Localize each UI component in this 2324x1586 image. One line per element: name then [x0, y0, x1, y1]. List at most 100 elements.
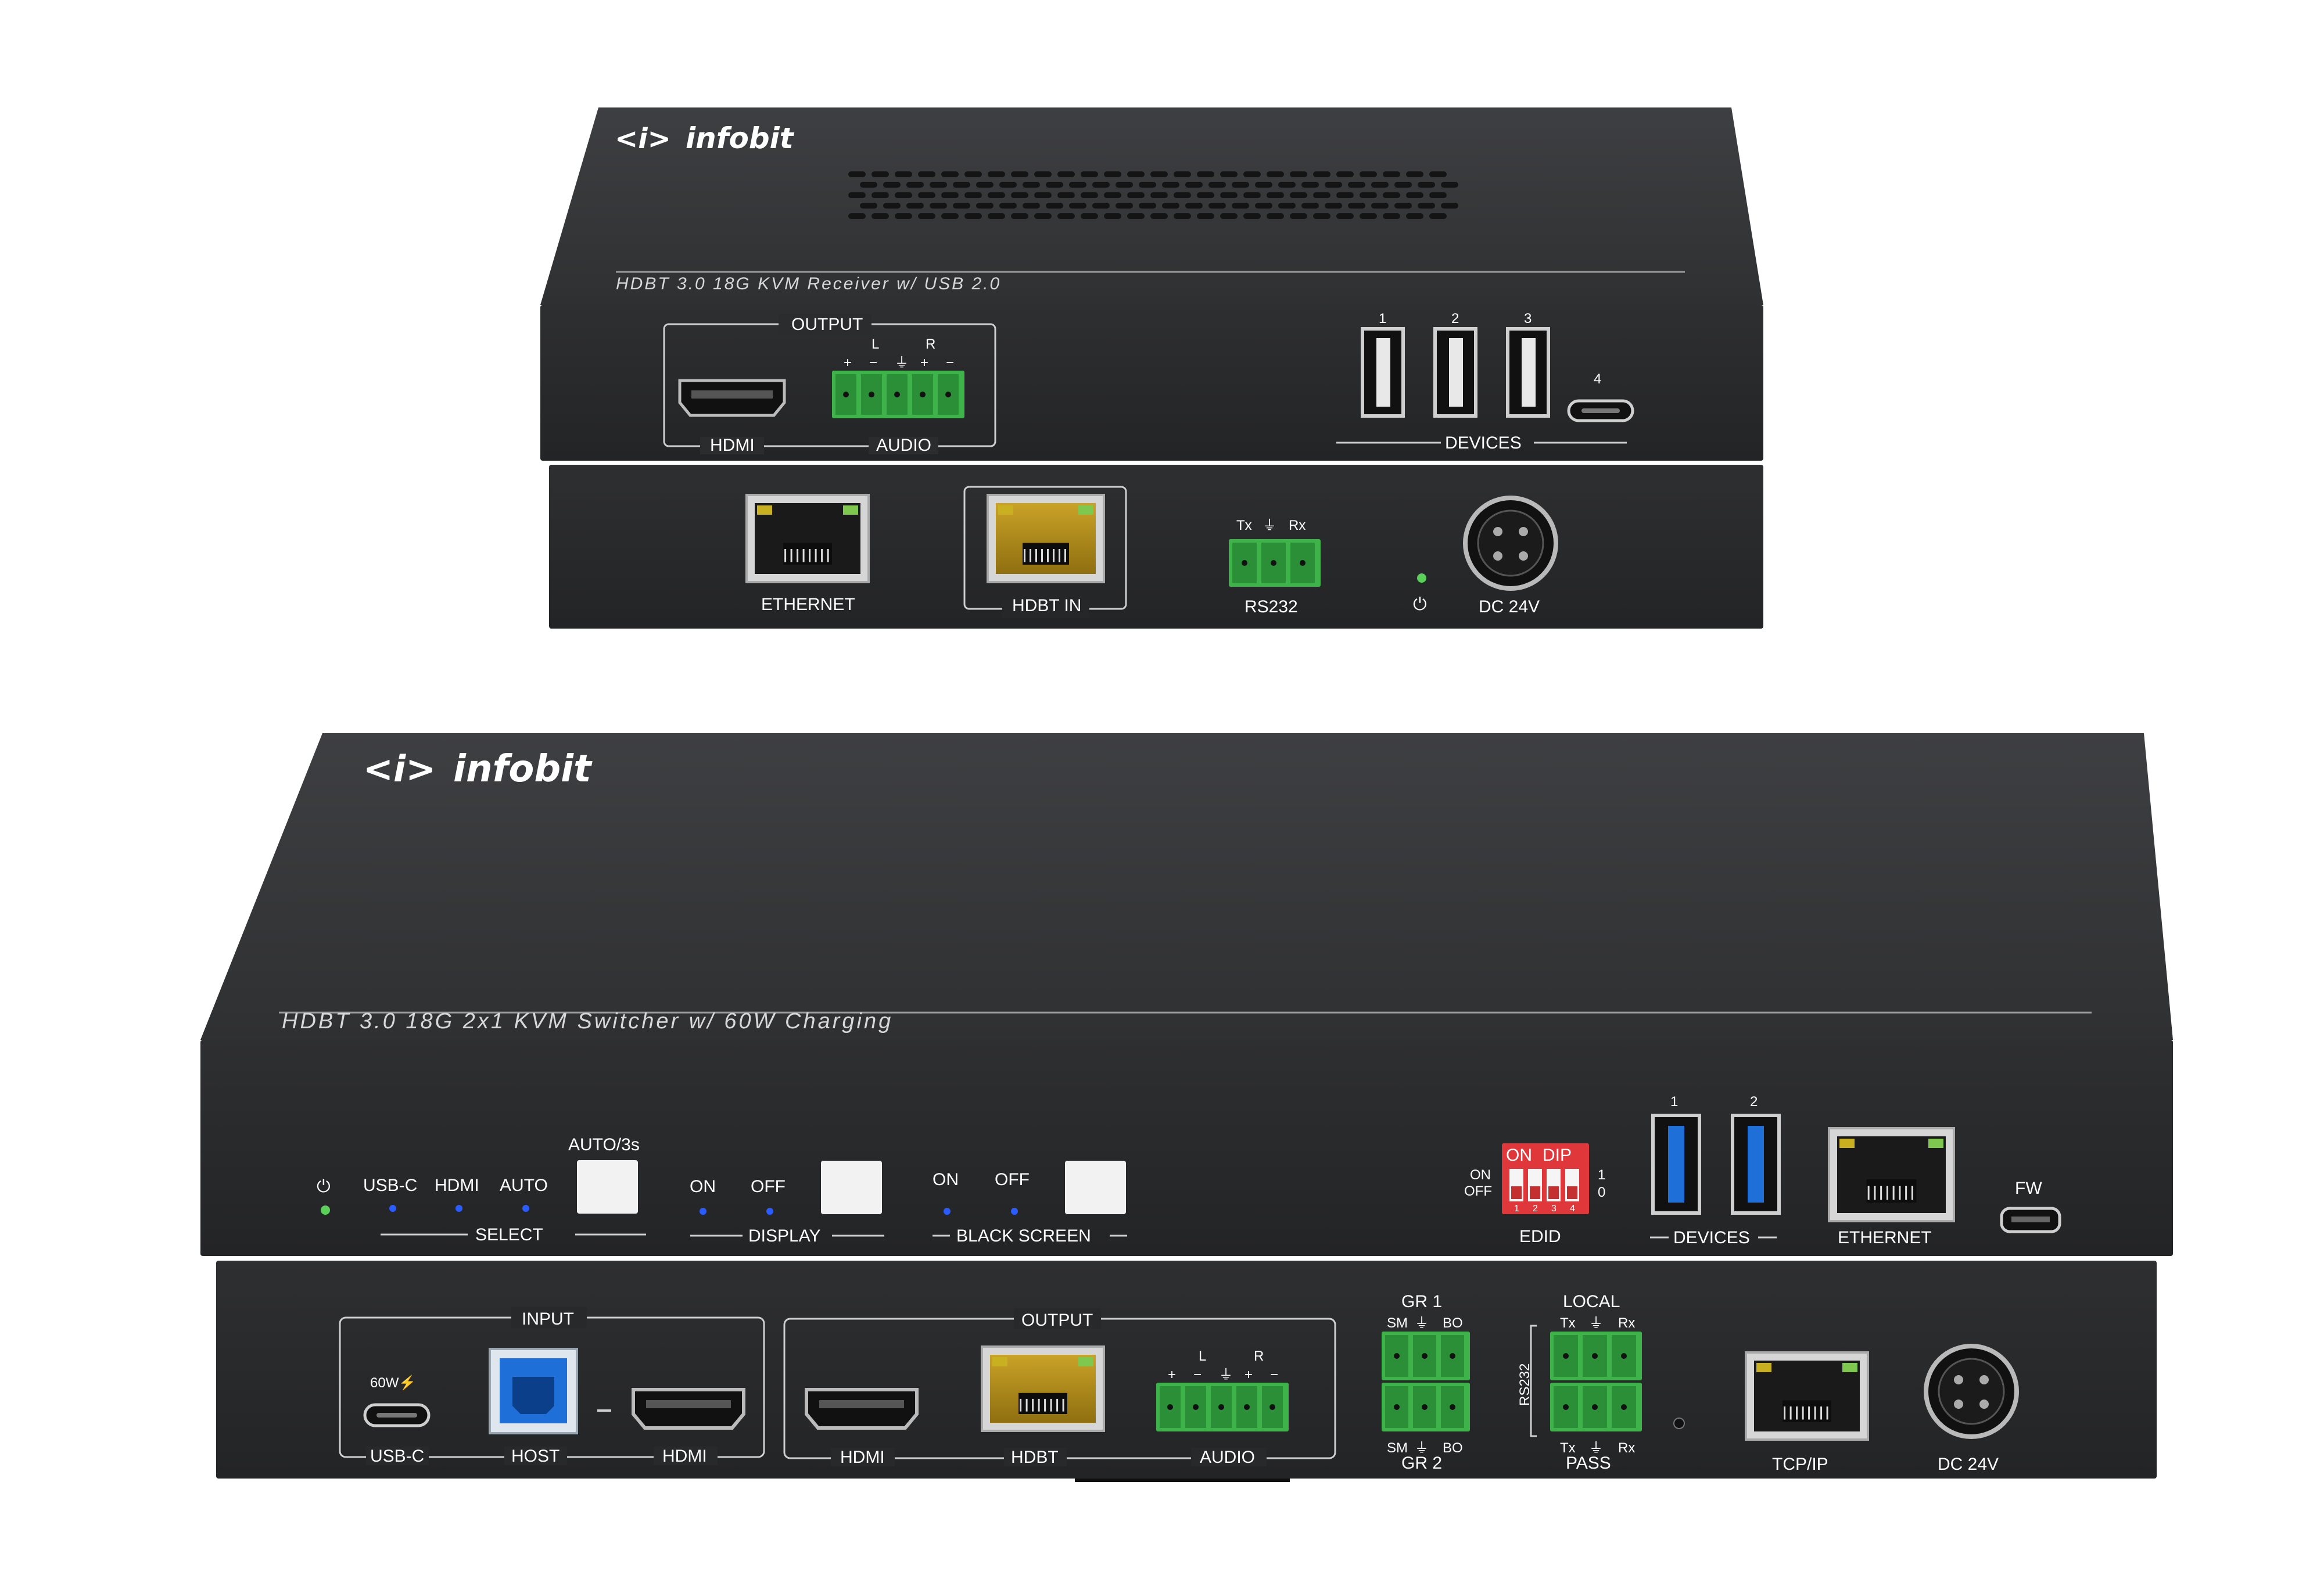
vent-slot — [1127, 213, 1145, 219]
vent-slot — [918, 171, 935, 177]
terminal-screw — [1218, 1404, 1224, 1410]
rs232-terminal-block[interactable] — [1550, 1332, 1642, 1431]
display-led-off — [766, 1208, 773, 1215]
switcher-audio-channel-r: R — [1254, 1348, 1264, 1364]
usb3-port[interactable] — [1731, 1114, 1781, 1215]
switcher-audio-terminal[interactable] — [1156, 1383, 1289, 1431]
receiver-ethernet-port[interactable] — [745, 494, 870, 583]
vent-slot — [1383, 171, 1400, 177]
usbc-input-port[interactable] — [363, 1403, 431, 1427]
vent-slot — [1313, 171, 1330, 177]
usb-a-port[interactable] — [1506, 327, 1550, 418]
hdmi-output-port[interactable] — [805, 1388, 919, 1430]
vent-slot — [1429, 213, 1447, 219]
vent-slot — [1290, 213, 1307, 219]
gr-terminal-block[interactable] — [1382, 1332, 1470, 1431]
rj45-led — [757, 505, 772, 515]
vent-slot — [1429, 171, 1447, 177]
receiver-unit: <i> infobit HDBT 3.0 18G KVM Receiver w/… — [540, 107, 1763, 629]
rj45-pin — [1814, 1406, 1816, 1420]
vent-slot — [1301, 203, 1319, 209]
rj45-pin — [1064, 549, 1066, 562]
vent-slot — [1046, 203, 1063, 209]
switcher-audio-pin-labels: +−⏚+− — [1168, 1367, 1278, 1383]
rj45-led — [843, 505, 858, 515]
vent-slot — [1290, 192, 1307, 198]
rj45-pin — [1062, 1398, 1064, 1412]
audio-pin-label: + — [844, 355, 852, 371]
switcher-audio-label: AUDIO — [1200, 1448, 1255, 1467]
rs-pin-label: Tx — [1560, 1440, 1576, 1456]
usb-host-port[interactable] — [489, 1348, 578, 1434]
hdmi-input-port[interactable] — [632, 1388, 745, 1430]
switcher-dc-power-jack[interactable] — [1924, 1344, 2019, 1439]
fw-micro-usb-port[interactable] — [2000, 1207, 2061, 1233]
vent-slot — [1429, 192, 1447, 198]
receiver-audio-pin-labels: +−⏚+− — [844, 355, 954, 371]
host-label: HOST — [511, 1447, 560, 1466]
vent-slot — [1220, 171, 1238, 177]
display-button[interactable] — [821, 1161, 882, 1214]
receiver-hdmi-label: HDMI — [710, 436, 755, 455]
vent-slot — [953, 182, 970, 188]
vent-slot — [895, 213, 912, 219]
select-button[interactable] — [577, 1160, 638, 1214]
rj45-pin — [1802, 1406, 1804, 1420]
fw-label: FW — [2015, 1179, 2042, 1198]
receiver-hdmi-output-port[interactable] — [678, 379, 786, 417]
vent-slot — [1336, 171, 1354, 177]
receiver-audio-terminal[interactable] — [832, 371, 964, 418]
usb-a-port[interactable] — [1433, 327, 1477, 418]
dip-left-off: OFF — [1464, 1183, 1492, 1199]
vent-slot — [1313, 192, 1330, 198]
rs232-pin-label: ⏚ — [1263, 518, 1276, 533]
audio-pin-label: − — [869, 355, 877, 371]
vent-slot — [988, 192, 1005, 198]
dip-toggle-knob — [1567, 1186, 1577, 1199]
switcher-ethernet-port[interactable] — [1828, 1127, 1955, 1222]
usb-port-number: 2 — [1451, 311, 1459, 326]
gr-pin-label: BO — [1443, 1315, 1463, 1331]
receiver-audio-label: AUDIO — [876, 436, 931, 455]
vent-slot — [1057, 213, 1075, 219]
black-screen-led-on — [944, 1208, 951, 1215]
rj45-pin — [809, 549, 811, 562]
receiver-dc-power-jack[interactable] — [1463, 496, 1558, 591]
audio-pin-label: − — [1270, 1367, 1278, 1383]
gr-pin-label: SM — [1387, 1440, 1408, 1456]
vent-slot — [1325, 182, 1342, 188]
receiver-hdbt-in-port[interactable] — [987, 494, 1105, 583]
vent-slot — [1046, 182, 1063, 188]
rj45-pin — [1867, 1186, 1870, 1200]
vent-slot — [1441, 182, 1458, 188]
black-screen-button[interactable] — [1065, 1161, 1126, 1214]
vent-slot — [1243, 192, 1261, 198]
receiver-output-group-label: OUTPUT — [791, 315, 863, 334]
terminal-screw — [1193, 1404, 1199, 1410]
vent-slot — [1325, 203, 1342, 209]
tcpip-port[interactable] — [1745, 1351, 1869, 1441]
vent-slot — [1371, 182, 1389, 188]
black-screen-option-off: OFF — [995, 1170, 1030, 1189]
tcpip-label: TCP/IP — [1772, 1455, 1828, 1474]
vent-slot — [1011, 171, 1028, 177]
rj45-pin — [797, 549, 799, 562]
vent-slot — [1034, 171, 1052, 177]
switcher-brand-logo: <i> infobit — [363, 748, 593, 791]
switcher-audio-channel-l: L — [1199, 1348, 1206, 1364]
usb-c-port[interactable] — [1567, 399, 1634, 422]
usb3-port[interactable] — [1651, 1114, 1701, 1215]
rs232-pin-label: Tx — [1236, 518, 1252, 533]
vent-slot — [1150, 171, 1168, 177]
hdbt-output-port[interactable] — [981, 1345, 1105, 1432]
rj45-pin — [1032, 1398, 1034, 1412]
terminal-screw — [1450, 1353, 1455, 1359]
receiver-rs232-terminal[interactable] — [1229, 539, 1321, 587]
usb-a-port[interactable] — [1361, 327, 1405, 418]
select-led-hdmi — [456, 1205, 462, 1212]
svg-text:<i>: <i> — [615, 123, 671, 155]
vent-slot — [1127, 171, 1145, 177]
rj45-led — [1756, 1363, 1771, 1372]
hdmi-output-label: HDMI — [840, 1448, 885, 1467]
